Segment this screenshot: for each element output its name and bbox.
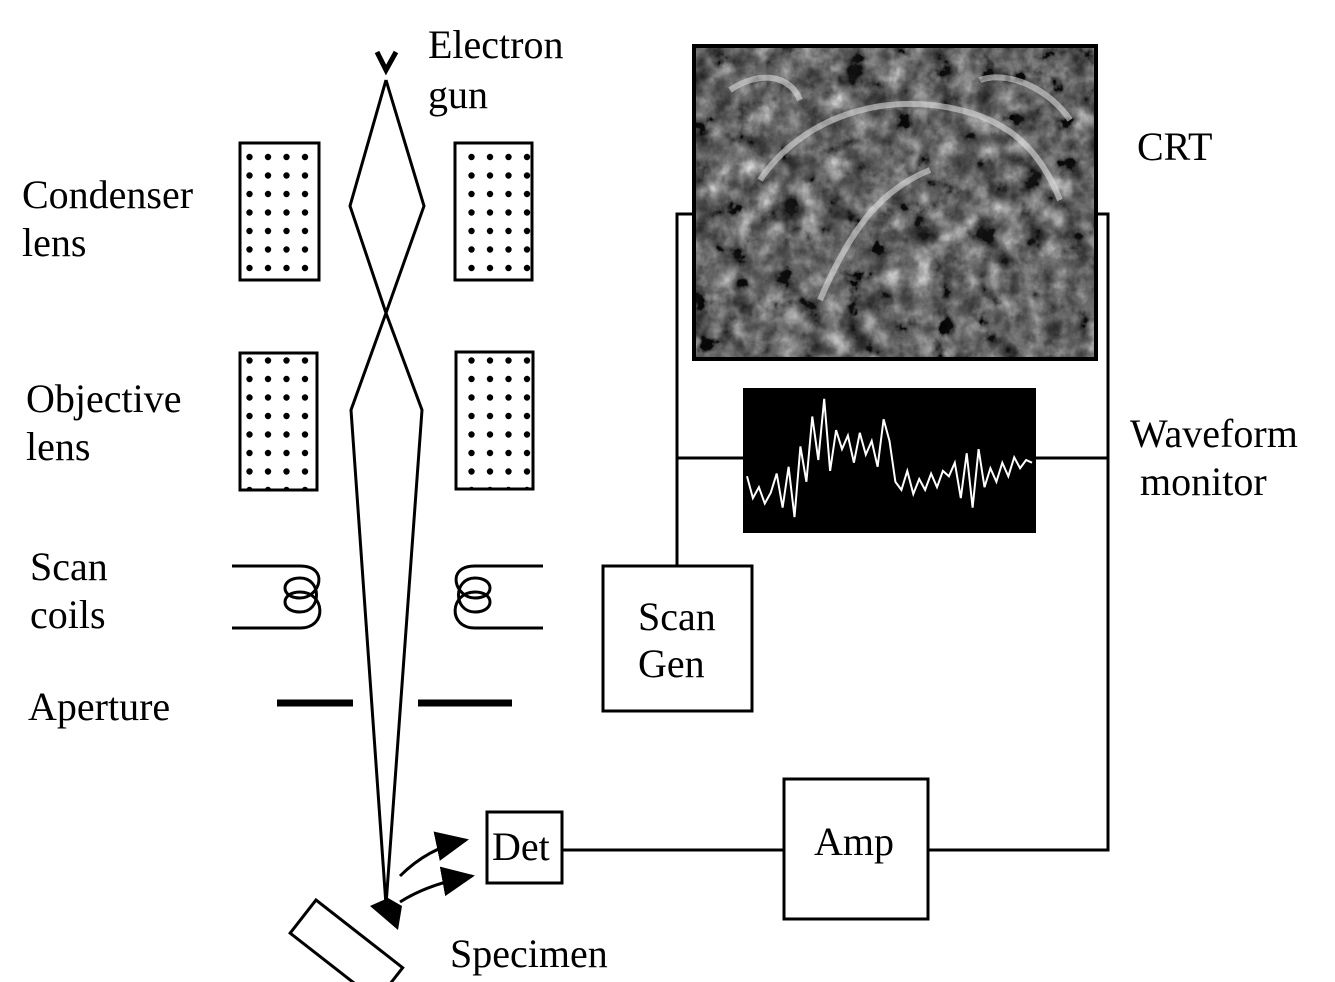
label-condenser-2: lens [22,220,86,265]
label-condenser-1: Condenser [22,172,193,217]
crt-image [692,44,1098,361]
label-scan-coils-1: Scan [30,544,108,589]
label-scan-gen-1: Scan [638,594,716,639]
label-waveform-2: monitor [1140,459,1267,504]
label-objective-1: Objective [26,376,182,421]
scan-coils [232,564,543,630]
label-electron-gun-1: Electron [428,22,564,67]
label-objective-2: lens [26,424,90,469]
label-aperture: Aperture [28,684,170,729]
scan-generator-box [601,564,754,713]
electron-gun [374,50,399,76]
specimen [288,897,405,982]
label-amp: Amp [814,819,894,864]
label-det: Det [492,824,550,869]
label-waveform-1: Waveform [1130,411,1298,456]
labels: Electron gun Condenser lens Objective le… [22,22,1298,976]
label-scan-gen-2: Gen [638,641,705,686]
label-crt: CRT [1137,124,1212,169]
electron-beam [348,79,426,906]
amplifier-box [782,777,930,921]
waveform-monitor [743,388,1036,533]
waveform-trace [746,398,1033,518]
detector-box [485,810,564,885]
signal-arrows [398,831,475,904]
label-scan-coils-2: coils [30,592,106,637]
objective-lens [238,350,535,492]
label-specimen: Specimen [450,931,608,976]
condenser-lens [238,141,534,282]
wiring [562,212,1110,852]
label-electron-gun-2: gun [428,72,488,117]
